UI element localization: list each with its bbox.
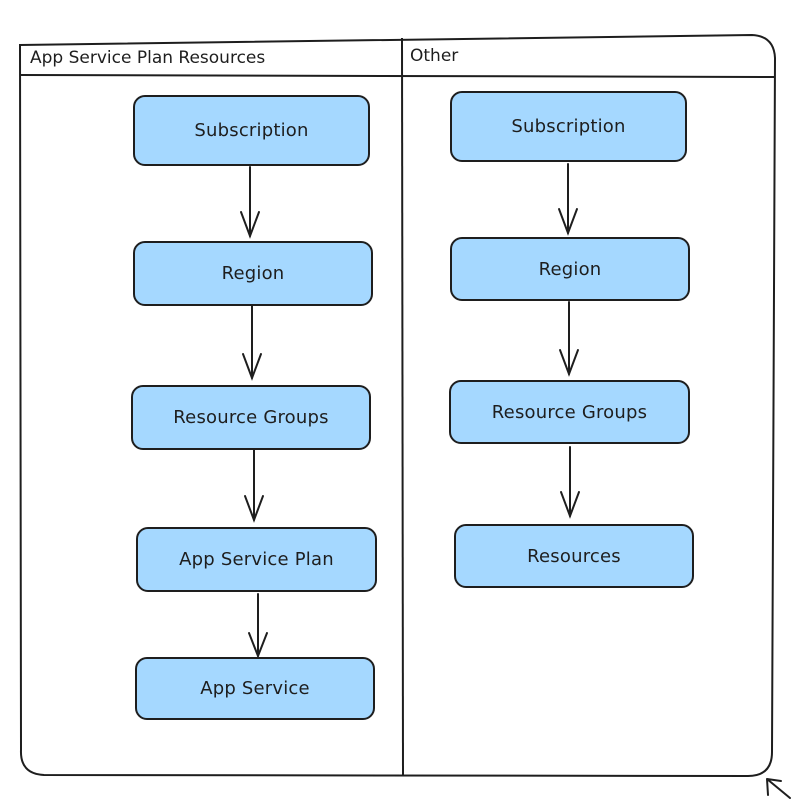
node-subscription[interactable]: Subscription (133, 95, 370, 166)
arrow-app-service-plan-app-service-head (248, 632, 268, 659)
lane-title-app-service-plan-resources: App Service Plan Resources (30, 48, 266, 68)
node-app-service[interactable]: App Service (135, 657, 375, 720)
connectors-lane-1 (240, 166, 268, 659)
node-resources[interactable]: Resources (454, 524, 694, 588)
node-other-resource-groups[interactable]: Resource Groups (449, 380, 690, 444)
node-region[interactable]: Region (133, 241, 373, 306)
lane-header-divider (19, 74, 775, 78)
node-other-subscription[interactable]: Subscription (450, 91, 687, 162)
arrow-other-region-resource-groups-head (559, 349, 579, 377)
swimlane-frame (18, 33, 777, 778)
connectors-lane-2 (558, 163, 580, 519)
node-app-service-plan[interactable]: App Service Plan (136, 527, 377, 592)
arrow-subscription-region-head (240, 211, 260, 239)
resize-handle-icon[interactable] (766, 778, 791, 799)
arrow-region-resource-groups-head (242, 353, 262, 381)
arrow-resource-groups-app-service-plan-head (244, 495, 264, 523)
arrow-other-resource-groups-resources-head (560, 491, 580, 519)
node-resource-groups[interactable]: Resource Groups (131, 385, 371, 450)
lane-title-other: Other (410, 46, 459, 66)
lane-separator (401, 37, 404, 777)
arrow-other-subscription-region-head (558, 208, 578, 236)
node-other-region[interactable]: Region (450, 237, 690, 301)
